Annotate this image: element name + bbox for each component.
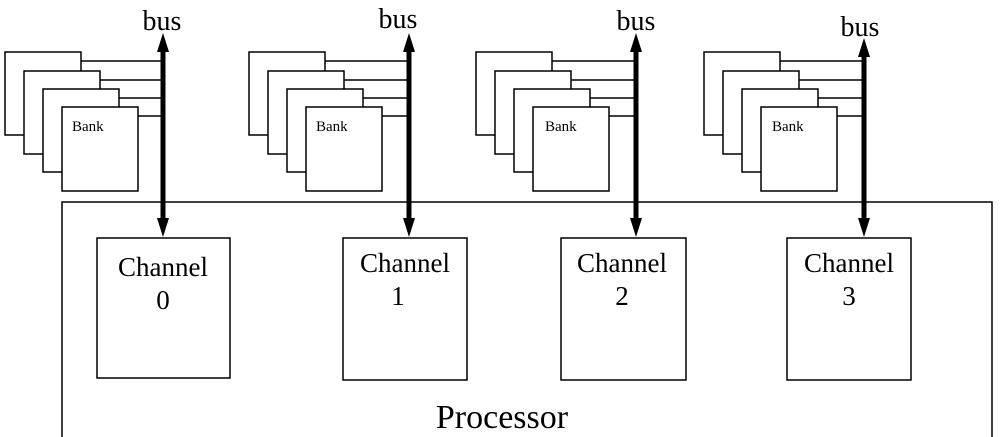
- bank-label: Bank: [772, 119, 804, 135]
- channel-group-2: Bank bus Channel 2: [475, 6, 687, 381]
- processor-label: Processor: [436, 399, 569, 436]
- bus-label: bus: [841, 12, 880, 43]
- channel-number: 2: [615, 281, 629, 311]
- bus-arrow-up: [157, 33, 169, 52]
- channel-label: Channel: [577, 248, 667, 278]
- channel-box-0: [96, 237, 231, 379]
- bank-card-front: [760, 106, 838, 192]
- bus-arrow-up: [403, 33, 415, 52]
- channel-box-1: [342, 237, 468, 381]
- channel-group-1: Bank bus Channel 1: [248, 4, 468, 381]
- bus-label: bus: [143, 6, 182, 37]
- channel-group-3: Bank bus Channel 3: [703, 12, 912, 381]
- bank-card-front: [532, 106, 610, 192]
- bus-arrow-down: [403, 218, 415, 237]
- channel-box-2: [560, 237, 687, 381]
- bank-label: Bank: [545, 119, 577, 135]
- channel-number: 0: [156, 285, 170, 315]
- bus-arrow-down: [157, 218, 169, 237]
- channel-group-0: Bank bus Channel 0: [4, 6, 231, 379]
- processor-outline: [61, 201, 993, 437]
- bank-card-front: [61, 106, 139, 192]
- bus-label: bus: [617, 6, 656, 37]
- bank-label: Bank: [72, 119, 104, 135]
- bus-label: bus: [379, 4, 418, 35]
- channel-label: Channel: [360, 248, 450, 278]
- bank-card-front: [305, 106, 383, 192]
- channel-number: 3: [842, 281, 856, 311]
- channel-label: Channel: [804, 248, 894, 278]
- bus-arrow-up: [858, 38, 870, 57]
- bank-label: Bank: [316, 119, 348, 135]
- bus-arrow-up: [630, 33, 642, 52]
- bus-arrow-down: [858, 218, 870, 237]
- channel-box-3: [786, 237, 912, 381]
- bus-arrow-down: [630, 218, 642, 237]
- channel-label: Channel: [118, 252, 208, 282]
- channel-number: 1: [391, 281, 405, 311]
